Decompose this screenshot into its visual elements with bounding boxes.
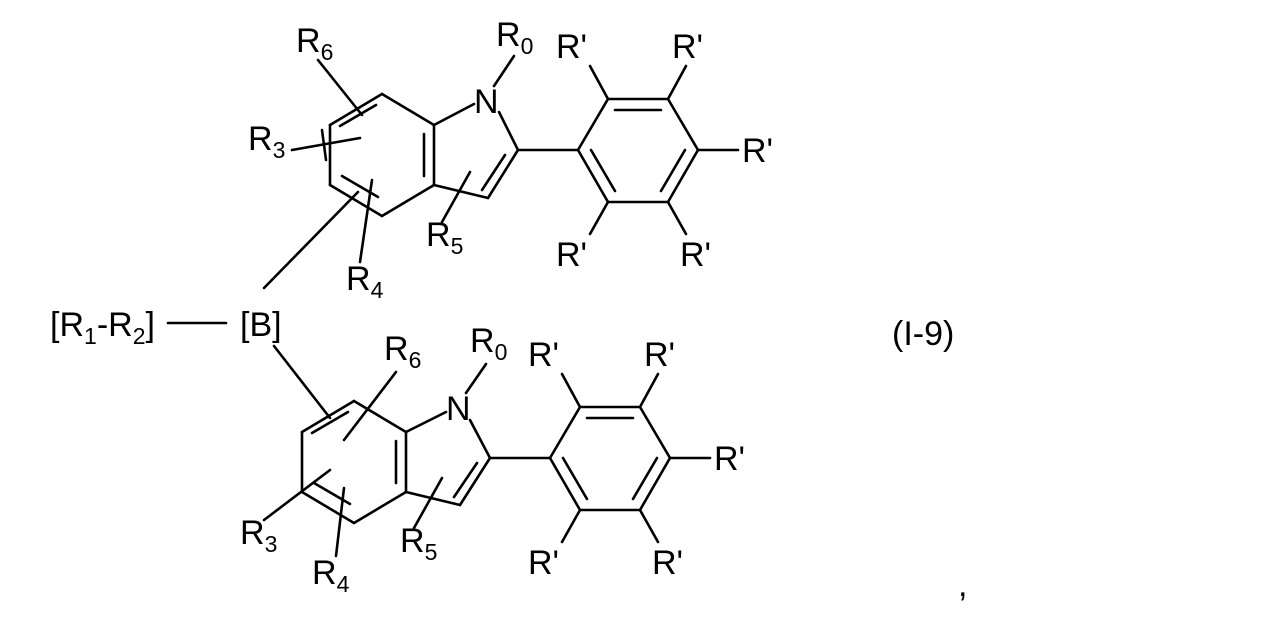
upper-phenyl-bond — [668, 150, 698, 202]
upper-pyrrole-bond — [499, 112, 518, 150]
upper-r3-label: R3 — [248, 120, 285, 163]
lower-phenyl-bond — [640, 407, 670, 458]
upper-phenyl-bond — [668, 99, 698, 150]
lower-benzo-bond — [354, 492, 406, 523]
lower-benzo-bond — [302, 401, 354, 432]
lower-indole-unit: N R0 R6 R3 R4 R5 R' R' R' R' R' — [240, 322, 745, 597]
lower-n-r0-bond — [466, 364, 486, 393]
r1-r2-label: [R1-R2] — [50, 306, 155, 349]
upper-r-prime-label: R' — [742, 132, 773, 170]
upper-r-prime-bond — [590, 202, 608, 234]
lower-phenyl-bond — [550, 458, 580, 510]
lower-r-prime-bond — [562, 374, 580, 407]
upper-r-prime-label: R' — [556, 28, 587, 66]
upper-r3-bond — [292, 138, 360, 150]
lower-phenyl-inner-bond — [633, 458, 657, 499]
upper-benzo-bond — [382, 185, 434, 216]
upper-r-prime-label: R' — [672, 28, 703, 66]
lower-r3-label: R3 — [240, 514, 277, 557]
upper-n-label: N — [474, 83, 499, 121]
upper-phenyl-bond — [578, 99, 608, 150]
lower-phenyl-inner-bond — [563, 458, 587, 499]
upper-r5-label: R5 — [426, 216, 463, 259]
lower-r5-bond — [414, 478, 442, 528]
upper-r-prime-bond — [668, 202, 686, 234]
b-lower-bond — [274, 346, 330, 418]
upper-benzo-bond — [382, 94, 434, 125]
lower-r-prime-label: R' — [644, 336, 675, 374]
upper-r-prime-bond — [668, 66, 686, 99]
lower-pyrrole-bond — [470, 420, 490, 458]
upper-r0-label: R0 — [496, 16, 533, 59]
upper-phenyl-inner-bond — [661, 150, 685, 191]
lower-r5-label: R5 — [400, 522, 437, 565]
upper-r5-bond — [442, 172, 470, 222]
upper-n-r0-bond — [494, 56, 514, 86]
lower-phenyl-bond — [550, 407, 580, 458]
lower-phenyl-bond — [640, 458, 670, 510]
lower-r-prime-bond — [640, 510, 658, 542]
upper-indole-unit: N R0 R6 R3 R4 R5 R' R' R' R' R' — [248, 16, 773, 303]
lower-r-prime-label: R' — [714, 440, 745, 478]
b-upper-bond — [264, 192, 358, 288]
lower-r6-label: R6 — [384, 330, 421, 373]
upper-phenyl-bond — [578, 150, 608, 202]
formula-id: (I-9) — [892, 315, 954, 353]
upper-r-prime-label: R' — [680, 236, 711, 274]
lower-r-prime-bond — [640, 374, 658, 407]
upper-r-prime-label: R' — [556, 236, 587, 274]
lower-r6-bond — [344, 372, 396, 440]
lower-r-prime-label: R' — [528, 544, 559, 582]
lower-n-label: N — [446, 390, 471, 428]
b-label: [B] — [240, 306, 282, 344]
linker-group: [R1-R2] [B] — [50, 192, 358, 418]
lower-r-prime-label: R' — [528, 336, 559, 374]
lower-benzo-bond — [302, 492, 354, 523]
lower-r-prime-label: R' — [652, 544, 683, 582]
upper-r6-label: R6 — [296, 22, 333, 65]
lower-r4-label: R4 — [312, 554, 350, 597]
trailing-comma: , — [958, 566, 967, 604]
lower-r0-label: R0 — [470, 322, 507, 365]
lower-r-prime-bond — [562, 510, 580, 542]
lower-r3-bond — [264, 470, 330, 520]
upper-r-prime-bond — [590, 66, 608, 99]
upper-r6-bond — [318, 60, 362, 115]
upper-r4-label: R4 — [346, 260, 384, 303]
upper-pyrrole-inner-bond — [482, 155, 505, 190]
lower-pyrrole-bond — [406, 412, 446, 432]
lower-pyrrole-inner-bond — [454, 463, 477, 497]
upper-phenyl-inner-bond — [591, 150, 615, 191]
upper-pyrrole-bond — [434, 104, 474, 125]
upper-r4-bond — [360, 180, 372, 262]
